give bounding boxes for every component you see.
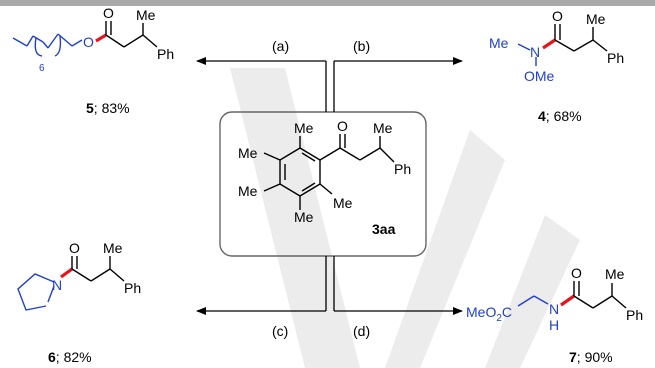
product-label-7: 7; 90% xyxy=(569,349,613,365)
atom-n: N xyxy=(530,44,540,60)
atom-me: Me xyxy=(373,120,393,136)
condition-a: (a) xyxy=(272,38,289,54)
repeat-count: 6 xyxy=(39,63,45,74)
atom-ph: Ph xyxy=(394,161,411,177)
reagent-group: MeO2C xyxy=(466,304,512,324)
atom-me: Me xyxy=(238,145,258,161)
atom-o: O xyxy=(69,240,80,256)
atom-o: O xyxy=(83,34,94,50)
atom-me: Me xyxy=(586,11,606,27)
compound-5-structure xyxy=(12,21,158,57)
center-box xyxy=(219,111,427,257)
atom-o: O xyxy=(571,265,582,281)
atom-ph: Ph xyxy=(124,280,141,296)
top-rule xyxy=(0,0,655,6)
condition-c: (c) xyxy=(272,323,288,339)
atom-n: N xyxy=(549,301,559,317)
reaction-arrows xyxy=(196,57,463,315)
atom-me: Me xyxy=(136,7,156,23)
atom-me: Me xyxy=(238,183,258,199)
compound-label-3aa: 3aa xyxy=(372,221,396,237)
atom-ph: Ph xyxy=(157,46,174,62)
atom-me: Me xyxy=(103,240,123,256)
atom-o: O xyxy=(552,8,563,24)
atom-h: H xyxy=(549,317,559,333)
atom-o: O xyxy=(337,118,348,134)
product-label-4: 4; 68% xyxy=(538,108,582,124)
atom-me: Me xyxy=(333,195,353,211)
product-label-6: 6; 82% xyxy=(48,349,92,365)
product-label-5: 5; 83% xyxy=(86,100,130,116)
atom-me: Me xyxy=(489,35,509,51)
atom-n: N xyxy=(52,277,62,293)
atom-me: Me xyxy=(294,209,314,225)
atom-ph: Ph xyxy=(607,50,624,66)
atom-ome: OMe xyxy=(524,68,555,84)
compound-4-structure xyxy=(517,24,608,66)
compound-7-structure xyxy=(517,281,627,309)
atom-ph: Ph xyxy=(626,307,643,323)
compound-6-structure xyxy=(17,256,125,311)
condition-d: (d) xyxy=(353,323,370,339)
atom-me: Me xyxy=(294,120,314,136)
condition-b: (b) xyxy=(353,38,370,54)
compound-3aa-structure xyxy=(263,134,395,210)
atom-me: Me xyxy=(605,266,625,282)
atom-o: O xyxy=(103,5,114,21)
watermark xyxy=(230,68,580,368)
